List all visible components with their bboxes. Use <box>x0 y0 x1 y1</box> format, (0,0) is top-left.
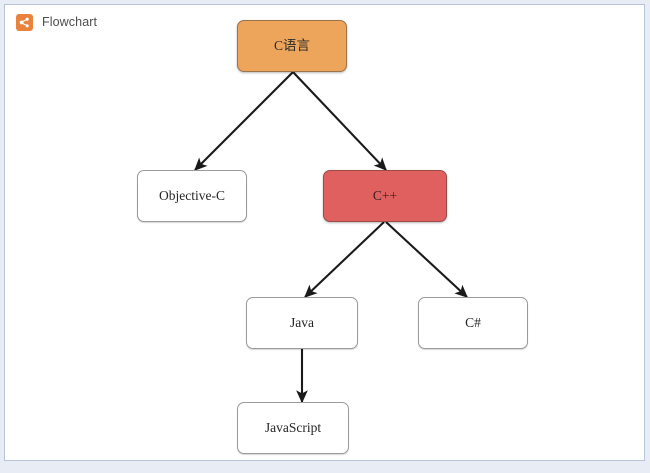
node-java[interactable]: Java <box>246 297 358 349</box>
title-bar: Flowchart <box>5 5 644 39</box>
edge-c-to-cpp <box>292 71 387 171</box>
window-title: Flowchart <box>42 15 98 29</box>
flowchart-app-icon <box>16 13 33 31</box>
edge-cpp-to-java <box>304 221 385 298</box>
node-c[interactable]: C语言 <box>237 20 347 72</box>
diagram-edges <box>194 71 468 404</box>
node-label-java: Java <box>290 315 314 331</box>
edge-c-to-objc <box>194 71 294 171</box>
node-objc[interactable]: Objective-C <box>137 170 247 222</box>
node-label-csharp: C# <box>465 315 481 331</box>
node-label-c: C语言 <box>273 38 310 54</box>
node-js[interactable]: JavaScript <box>237 402 349 454</box>
node-label-objc: Objective-C <box>159 188 225 204</box>
node-label-js: JavaScript <box>264 420 322 436</box>
diagram-canvas[interactable]: C语言 Objective-C C++ Java C# JavaScript <box>5 5 646 462</box>
node-label-cpp: C++ <box>372 188 398 204</box>
edge-cpp-to-csharp <box>385 221 468 298</box>
app-window: Flowchart C语言 Objective-C C++ Java C# JavaScr… <box>4 4 645 461</box>
node-csharp[interactable]: C# <box>418 297 528 349</box>
node-cpp[interactable]: C++ <box>323 170 447 222</box>
